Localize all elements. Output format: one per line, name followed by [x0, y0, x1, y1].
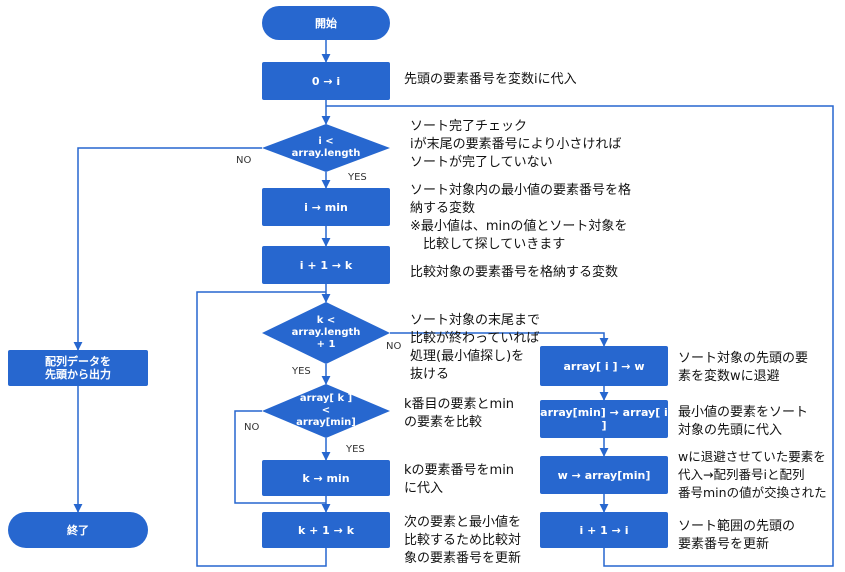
process-set-k: i + 1 → k — [262, 246, 390, 284]
note-cond-i: ソート完了チェック iが末尾の要素番号により小さければ ソートが完了していない — [410, 119, 622, 170]
branch-yes-i: YES — [348, 172, 367, 183]
decision-k-label: k < array.length + 1 — [291, 315, 361, 350]
note-init: 先頭の要素番号を変数iに代入 — [404, 72, 577, 87]
branch-no-i: NO — [236, 155, 252, 166]
arrow-cond-cmp-no — [234, 410, 326, 504]
arrow-cond-i-no — [73, 147, 262, 351]
note-swap2: 最小値の要素をソート 対象の先頭に代入 — [678, 405, 809, 438]
decision-i-label: i < array.length — [291, 136, 361, 159]
arrow-i-loop — [326, 105, 834, 567]
process-set-min: i → min — [262, 188, 390, 226]
note-cond-cmp: k番目の要素とmin の要素を比較 — [404, 397, 515, 430]
arrow-k-loop — [196, 291, 327, 567]
note-k-min: kの要素番号をmin に代入 — [404, 463, 515, 496]
note-set-k: 比較対象の要素番号を格納する変数 — [410, 265, 619, 280]
process-k-inc: k + 1 → k — [262, 512, 390, 548]
process-output: 配列データを 先頭から出力 — [8, 350, 148, 386]
branch-no-k: NO — [386, 341, 402, 352]
branch-yes-cmp: YES — [346, 444, 365, 455]
process-init: 0 → i — [262, 62, 390, 100]
branch-yes-k: YES — [292, 366, 311, 377]
end-terminal: 終了 — [8, 512, 148, 548]
decision-cmp-label: array[ k ] < array[min] — [296, 393, 356, 428]
note-i-inc: ソート範囲の先頭の 要素番号を更新 — [678, 519, 796, 552]
process-swap3: w → array[min] — [540, 456, 668, 494]
arrow-cond-k-no — [390, 332, 609, 347]
process-i-inc: i + 1 → i — [540, 512, 668, 548]
decision-i-shape — [262, 124, 390, 172]
process-swap1: array[ i ] → w — [540, 346, 668, 386]
note-set-min: ソート対象内の最小値の要素番号を格 納する変数 ※最小値は、minの値とソート対… — [410, 183, 632, 252]
note-swap3: wに退避させていた要素を 代入→配列番号iと配列 番号minの値が交換された — [678, 449, 827, 500]
process-swap2: array[min] → array[ i ] — [540, 400, 668, 438]
note-swap1: ソート対象の先頭の要 素を変数wに退避 — [678, 351, 809, 384]
branch-no-cmp: NO — [244, 422, 260, 433]
decision-k-shape — [262, 302, 390, 364]
note-cond-k: ソート対象の末尾まで 比較が終わっていれば 処理(最小値探し)を 抜ける — [410, 313, 541, 382]
decision-cmp-shape — [262, 384, 390, 438]
start-terminal: 開始 — [262, 6, 390, 40]
process-k-min: k → min — [262, 460, 390, 496]
note-k-inc: 次の要素と最小値を 比較するため比較対 象の要素番号を更新 — [404, 515, 522, 566]
